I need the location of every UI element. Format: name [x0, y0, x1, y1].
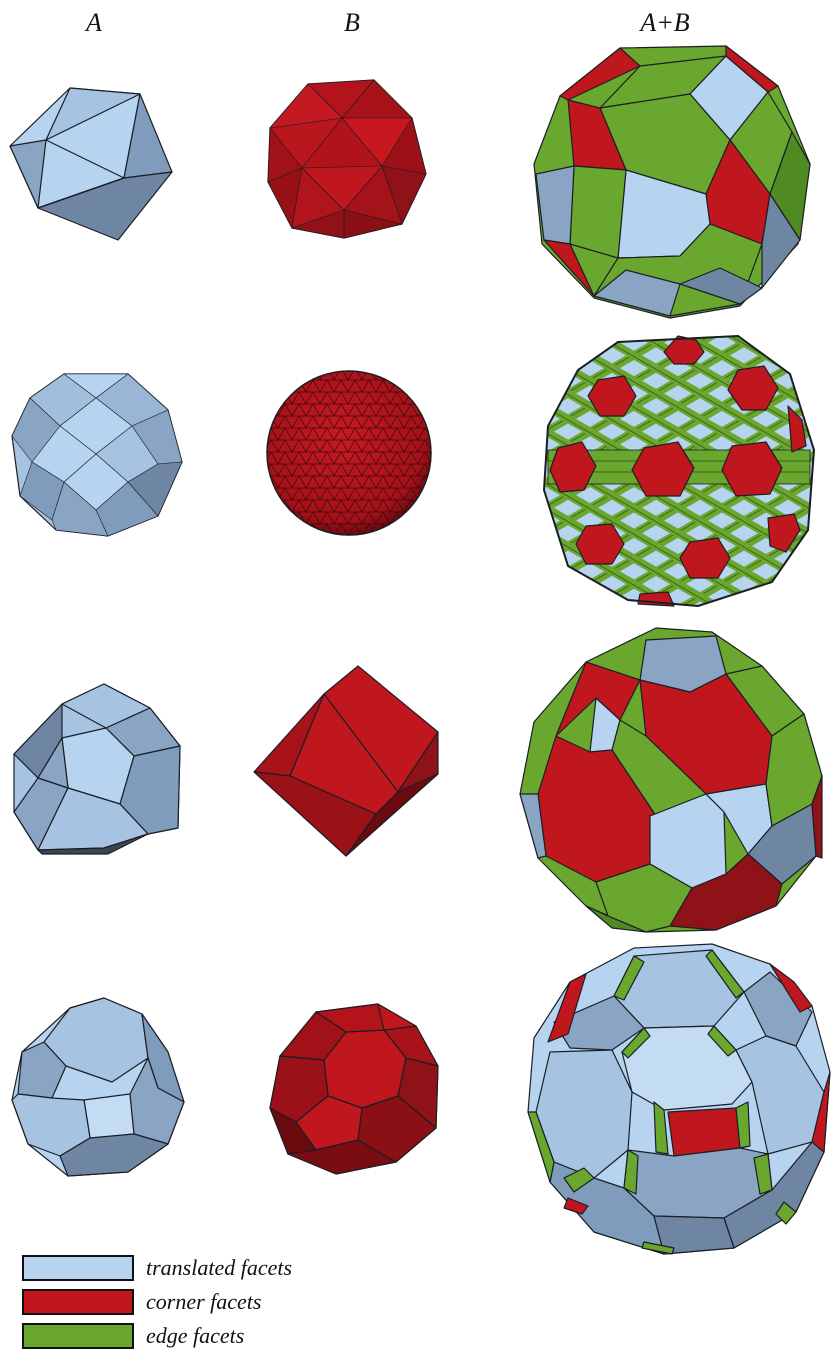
row1-polyhedron-sum: [530, 44, 820, 319]
legend-item-translated: translated facets: [22, 1252, 292, 1284]
row3-polyhedron-sum: [516, 626, 826, 936]
row4-polyhedron-b-red-truncated: [266, 1004, 442, 1176]
row2-polyhedron-a-icosahedron: [8, 370, 184, 540]
row1-polyhedron-b-red-icosahedron: [262, 78, 432, 240]
row4-polyhedron-a-truncated-octahedron: [8, 996, 188, 1180]
legend: translated facets corner facets edge fac…: [22, 1252, 292, 1354]
column-header-b: B: [292, 8, 412, 38]
column-header-sum: A+B: [605, 8, 725, 38]
row1-polyhedron-a-octahedron: [0, 80, 180, 250]
legend-label-corner: corner facets: [146, 1289, 261, 1315]
legend-swatch-translated: [22, 1255, 134, 1281]
legend-swatch-edge: [22, 1323, 134, 1349]
legend-swatch-corner: [22, 1289, 134, 1315]
legend-item-edge: edge facets: [22, 1320, 292, 1352]
legend-label-translated: translated facets: [146, 1255, 292, 1281]
column-header-a: A: [34, 8, 154, 38]
legend-item-corner: corner facets: [22, 1286, 292, 1318]
row2-polyhedron-b-red-sphere: [264, 368, 434, 538]
row3-polyhedron-a-cuboctahedron: [8, 684, 184, 854]
row4-polyhedron-sum: [524, 942, 830, 1256]
row3-polyhedron-b-red-rhombic-dodecahedron: [250, 664, 444, 860]
row2-polyhedron-sum: [538, 330, 820, 612]
legend-label-edge: edge facets: [146, 1323, 244, 1349]
